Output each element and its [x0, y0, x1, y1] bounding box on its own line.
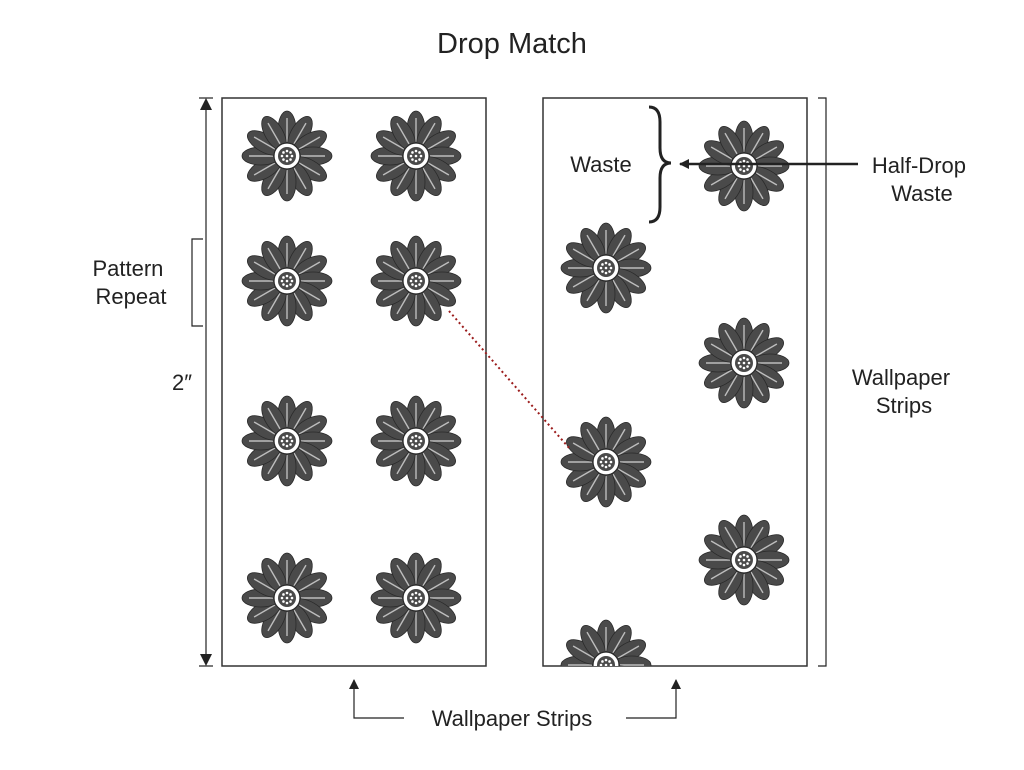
left-strip-flowers — [241, 110, 462, 644]
wallpaper-strips-bottom-label: Wallpaper Strips — [432, 706, 593, 731]
pattern-repeat-bracket — [191, 238, 203, 327]
dotted-match-line-icon — [448, 310, 571, 450]
wallpaper-strips-side-label: Wallpaper Strips — [852, 365, 956, 418]
flower-motif-icon — [241, 110, 333, 202]
flower-motif-icon — [241, 235, 333, 327]
half-drop-waste-label: Half-Drop Waste — [872, 153, 972, 206]
wallpaper-strip-right — [542, 97, 808, 667]
flower-motif-icon — [370, 235, 462, 327]
flower-motif-icon — [560, 416, 652, 508]
flower-motif-icon — [698, 514, 790, 606]
flower-motif-icon — [241, 552, 333, 644]
flower-motif-icon — [560, 222, 652, 314]
flower-motif-icon — [370, 395, 462, 487]
waste-label: Waste — [570, 152, 632, 177]
right-strip-flowers — [560, 120, 790, 666]
flower-motif-icon — [370, 110, 462, 202]
flower-motif-icon — [370, 552, 462, 644]
flower-motif-icon — [698, 120, 790, 212]
diagram-title: Drop Match — [437, 28, 587, 60]
flower-motif-icon — [698, 317, 790, 409]
length-marker-label: 2″ — [172, 370, 192, 395]
flower-motif-icon — [560, 619, 652, 666]
curly-brace-icon — [648, 105, 672, 224]
pattern-repeat-label: Pattern Repeat — [92, 256, 169, 309]
wallpaper-strip-left — [221, 97, 487, 667]
bottom-connector — [349, 679, 681, 719]
flower-motif-icon — [241, 395, 333, 487]
length-dimension — [199, 97, 213, 667]
wallpaper-strips-bracket — [818, 97, 827, 667]
